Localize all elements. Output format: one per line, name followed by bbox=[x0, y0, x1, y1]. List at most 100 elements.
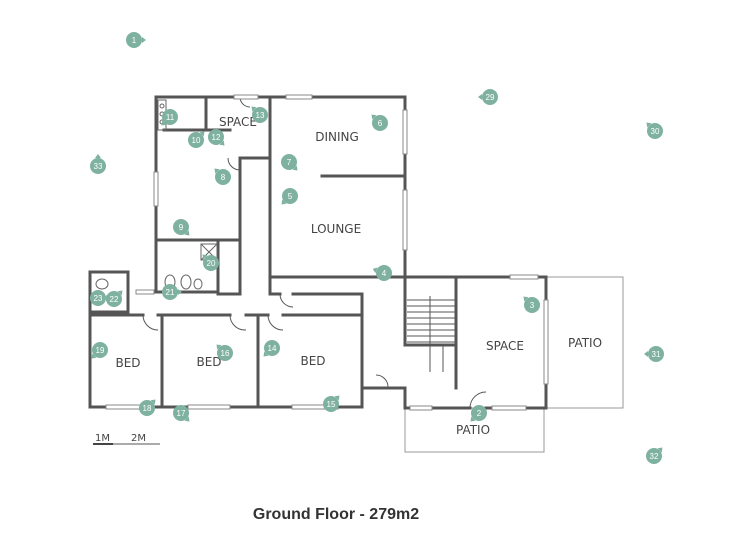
camera-marker-23[interactable]: 23 bbox=[90, 290, 110, 306]
camera-marker-dot bbox=[282, 188, 298, 204]
camera-marker-dot bbox=[173, 219, 189, 235]
camera-direction-arrow bbox=[184, 230, 190, 236]
camera-marker-dot bbox=[252, 107, 268, 123]
camera-direction-arrow bbox=[657, 447, 663, 453]
camera-marker-9[interactable]: 9 bbox=[173, 219, 190, 236]
room-label-space-top: SPACE bbox=[219, 115, 257, 129]
camera-direction-arrow bbox=[161, 120, 167, 126]
camera-marker-number: 15 bbox=[327, 400, 336, 409]
floor-title: Ground Floor - 279m2 bbox=[252, 506, 420, 523]
camera-direction-arrow bbox=[214, 168, 220, 174]
camera-marker-6[interactable]: 6 bbox=[371, 114, 388, 131]
camera-direction-arrow bbox=[202, 254, 208, 260]
camera-marker-31[interactable]: 31 bbox=[644, 346, 664, 362]
camera-marker-15[interactable]: 15 bbox=[323, 395, 340, 412]
camera-marker-18[interactable]: 18 bbox=[139, 399, 156, 416]
room-label-dining: DINING bbox=[315, 130, 359, 144]
camera-direction-arrow bbox=[178, 289, 182, 295]
camera-marker-17[interactable]: 17 bbox=[173, 405, 190, 422]
room-label-space-right: SPACE bbox=[486, 339, 524, 353]
camera-marker-number: 2 bbox=[477, 409, 482, 418]
camera-marker-1[interactable]: 1 bbox=[126, 32, 146, 48]
camera-marker-12[interactable]: 12 bbox=[208, 129, 225, 146]
camera-marker-5[interactable]: 5 bbox=[281, 188, 298, 205]
camera-marker-number: 17 bbox=[177, 409, 186, 418]
camera-marker-number: 29 bbox=[486, 93, 495, 102]
camera-direction-arrow bbox=[644, 351, 648, 357]
camera-marker-number: 21 bbox=[166, 288, 175, 297]
camera-marker-number: 30 bbox=[651, 127, 660, 136]
camera-marker-dot bbox=[482, 89, 498, 105]
camera-markers: 1234567891011121314151617181920212223293… bbox=[90, 32, 664, 464]
camera-marker-13[interactable]: 13 bbox=[251, 106, 268, 123]
camera-marker-number: 33 bbox=[94, 162, 103, 171]
camera-marker-number: 3 bbox=[530, 301, 535, 310]
camera-marker-19[interactable]: 19 bbox=[91, 342, 108, 359]
camera-marker-dot bbox=[208, 129, 224, 145]
camera-marker-2[interactable]: 2 bbox=[470, 405, 487, 422]
camera-marker-dot bbox=[126, 32, 142, 48]
camera-marker-22[interactable]: 22 bbox=[106, 290, 123, 307]
camera-marker-11[interactable]: 11 bbox=[161, 109, 178, 126]
camera-marker-dot bbox=[92, 342, 108, 358]
camera-marker-dot bbox=[106, 291, 122, 307]
camera-direction-arrow bbox=[199, 131, 205, 137]
camera-marker-dot bbox=[139, 400, 155, 416]
camera-marker-number: 4 bbox=[382, 269, 387, 278]
camera-marker-dot bbox=[215, 169, 231, 185]
room-label-bed-middle: BED bbox=[196, 355, 221, 369]
camera-marker-number: 22 bbox=[110, 295, 119, 304]
camera-marker-4[interactable]: 4 bbox=[372, 265, 392, 281]
camera-marker-29[interactable]: 29 bbox=[478, 89, 498, 105]
camera-marker-dot bbox=[376, 265, 392, 281]
camera-marker-16[interactable]: 16 bbox=[216, 344, 233, 361]
camera-marker-dot bbox=[471, 405, 487, 421]
camera-direction-arrow bbox=[646, 122, 652, 128]
room-label-patio-bottom: PATIO bbox=[456, 423, 490, 437]
camera-direction-arrow bbox=[95, 154, 101, 158]
camera-marker-number: 16 bbox=[221, 349, 230, 358]
camera-marker-dot bbox=[217, 345, 233, 361]
camera-direction-arrow bbox=[216, 344, 222, 350]
camera-marker-number: 18 bbox=[143, 404, 152, 413]
scale-label-2m: 2M bbox=[131, 433, 146, 444]
camera-marker-number: 31 bbox=[652, 350, 661, 359]
camera-marker-dot bbox=[647, 123, 663, 139]
camera-marker-dot bbox=[162, 109, 178, 125]
camera-marker-number: 8 bbox=[221, 173, 226, 182]
camera-marker-20[interactable]: 20 bbox=[202, 254, 219, 271]
camera-direction-arrow bbox=[263, 351, 269, 357]
camera-marker-14[interactable]: 14 bbox=[263, 340, 280, 357]
camera-marker-dot bbox=[188, 132, 204, 148]
patio-outlines bbox=[404, 276, 624, 453]
room-label-lounge: LOUNGE bbox=[311, 222, 361, 236]
stairs bbox=[407, 296, 456, 372]
camera-marker-33[interactable]: 33 bbox=[90, 154, 106, 174]
camera-marker-number: 10 bbox=[192, 136, 201, 145]
scale-label-1m: 1M bbox=[95, 433, 110, 444]
camera-marker-dot bbox=[173, 405, 189, 421]
camera-direction-arrow bbox=[371, 114, 377, 120]
camera-marker-dot bbox=[281, 154, 297, 170]
camera-marker-number: 5 bbox=[288, 192, 293, 201]
camera-marker-8[interactable]: 8 bbox=[214, 168, 231, 185]
camera-marker-number: 9 bbox=[179, 223, 184, 232]
camera-marker-number: 12 bbox=[212, 133, 221, 142]
windows bbox=[105, 94, 549, 411]
camera-direction-arrow bbox=[478, 94, 482, 100]
camera-marker-32[interactable]: 32 bbox=[646, 447, 663, 464]
camera-marker-dot bbox=[203, 255, 219, 271]
camera-direction-arrow bbox=[292, 165, 298, 171]
camera-direction-arrow bbox=[470, 416, 476, 422]
camera-marker-10[interactable]: 10 bbox=[188, 131, 205, 148]
room-label-bed-left: BED bbox=[115, 356, 140, 370]
camera-marker-number: 19 bbox=[96, 346, 105, 355]
camera-marker-3[interactable]: 3 bbox=[523, 296, 540, 313]
camera-marker-dot bbox=[372, 115, 388, 131]
camera-marker-number: 13 bbox=[256, 111, 265, 120]
camera-marker-30[interactable]: 30 bbox=[646, 122, 663, 139]
camera-marker-7[interactable]: 7 bbox=[281, 154, 298, 171]
camera-marker-21[interactable]: 21 bbox=[162, 284, 182, 300]
room-label-patio-right: PATIO bbox=[568, 336, 602, 350]
